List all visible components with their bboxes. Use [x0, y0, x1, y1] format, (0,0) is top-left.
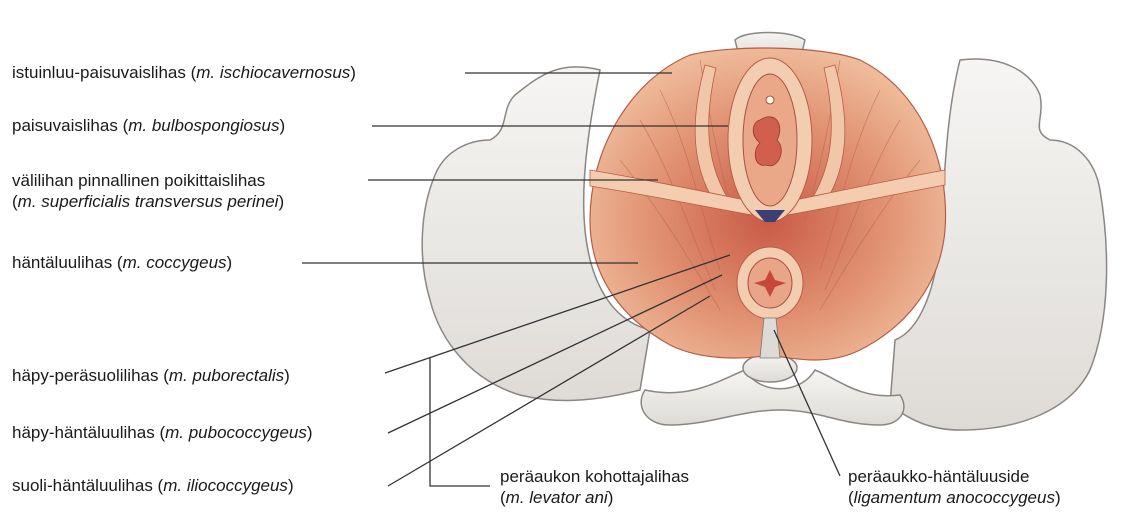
label-ischiocavernosus: istuinluu-paisuvaislihas (m. ischiocaver…: [12, 63, 356, 83]
label-anococcygeal-latin: (ligamentum anococcygeus): [848, 487, 1061, 508]
label-transversus-fi: välilihan pinnallinen poikittaislihas: [12, 170, 284, 191]
label-pubococcygeus: häpy-häntäluulihas (m. pubococcygeus): [12, 423, 313, 443]
label-bulbospongiosus: paisuvaislihas (m. bulbospongiosus): [12, 116, 285, 136]
leader-levator-ani: [430, 358, 490, 486]
label-anococcygeal: peräaukko-häntäluuside (ligamentum anoco…: [848, 466, 1061, 508]
label-anococcygeal-fi: peräaukko-häntäluuside: [848, 466, 1061, 487]
label-puborectalis: häpy-peräsuolilihas (m. puborectalis): [12, 366, 290, 386]
label-coccygeus: häntäluulihas (m. coccygeus): [12, 253, 232, 273]
label-levator-ani: peräaukon kohottajalihas (m. levator ani…: [500, 466, 689, 508]
label-transversus-latin: (m. superficialis transversus perinei): [12, 191, 284, 212]
urethra-opening: [766, 96, 774, 104]
label-transversus: välilihan pinnallinen poikittaislihas (m…: [12, 170, 284, 212]
label-iliococcygeus: suoli-häntäluulihas (m. iliococcygeus): [12, 476, 294, 496]
label-levator-ani-latin: (m. levator ani): [500, 487, 689, 508]
label-levator-ani-fi: peräaukon kohottajalihas: [500, 466, 689, 487]
